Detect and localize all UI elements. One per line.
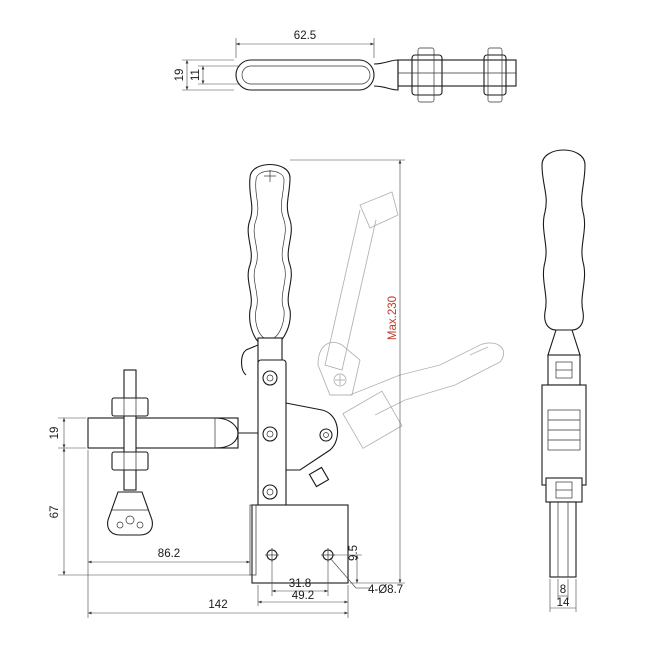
dim-top-height-outer: 19 (174, 69, 186, 82)
top-head (483, 54, 507, 96)
dim-hole-edge: 9.5 (348, 545, 360, 561)
dim-total-height: Max.230 (387, 296, 399, 340)
arm-column (257, 359, 287, 511)
top-view: 62.5 19 11 (174, 30, 517, 103)
linkage-plate (259, 397, 339, 471)
top-handle-outline (235, 59, 375, 91)
dim-reach: 86.2 (158, 548, 180, 560)
front-view: Max.230 19 67 86.2 142 31.8 49.2 9.5 (49, 159, 505, 618)
side-handle-grip (541, 149, 586, 331)
spindle (123, 369, 137, 491)
rubber-tip (107, 491, 153, 536)
dim-total-length: 142 (208, 599, 227, 611)
front-handle-grip (247, 164, 292, 346)
top-handle-inner (241, 65, 371, 85)
stop-block (308, 466, 330, 488)
dim-base-width: 49.2 (292, 590, 314, 602)
dim-hole-pitch: 31.8 (289, 578, 311, 590)
dim-side-inner: 8 (560, 584, 566, 596)
clamp-bar (87, 417, 239, 449)
spindle-nut-top (111, 397, 149, 417)
dim-side-outer: 14 (557, 597, 570, 609)
dim-spindle-height: 67 (49, 506, 61, 519)
top-neck (373, 59, 399, 91)
side-base (549, 501, 577, 578)
top-link (411, 54, 443, 96)
ghost-open-handle (317, 191, 505, 449)
base-plate (251, 504, 349, 584)
top-head-pin (487, 47, 503, 103)
dim-top-height-inner: 11 (190, 69, 202, 81)
side-view: 8 14 (541, 149, 587, 612)
side-body (541, 384, 587, 486)
dim-top-length: 62.5 (294, 30, 316, 42)
dim-holes: 4-Ø8.7 (368, 584, 403, 596)
spindle-nut-bottom (111, 451, 149, 471)
dim-bar-thickness: 19 (49, 427, 61, 440)
top-pin (417, 47, 435, 103)
